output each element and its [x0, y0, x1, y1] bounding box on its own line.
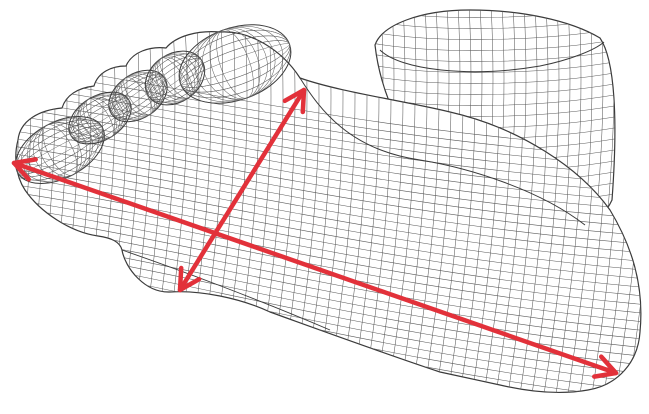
arrowhead-end-icon	[177, 265, 202, 293]
toe-outlines	[15, 24, 292, 184]
arrowhead-start-icon	[11, 157, 38, 182]
toe-3	[108, 69, 168, 123]
toe-5	[178, 24, 292, 104]
foot-length-arrow	[11, 157, 619, 379]
arrowhead-end-icon	[592, 354, 619, 379]
toe-1	[15, 116, 105, 184]
toe-2	[68, 91, 132, 145]
foot-width-arrow	[177, 87, 307, 293]
arrowhead-start-icon	[282, 87, 307, 115]
